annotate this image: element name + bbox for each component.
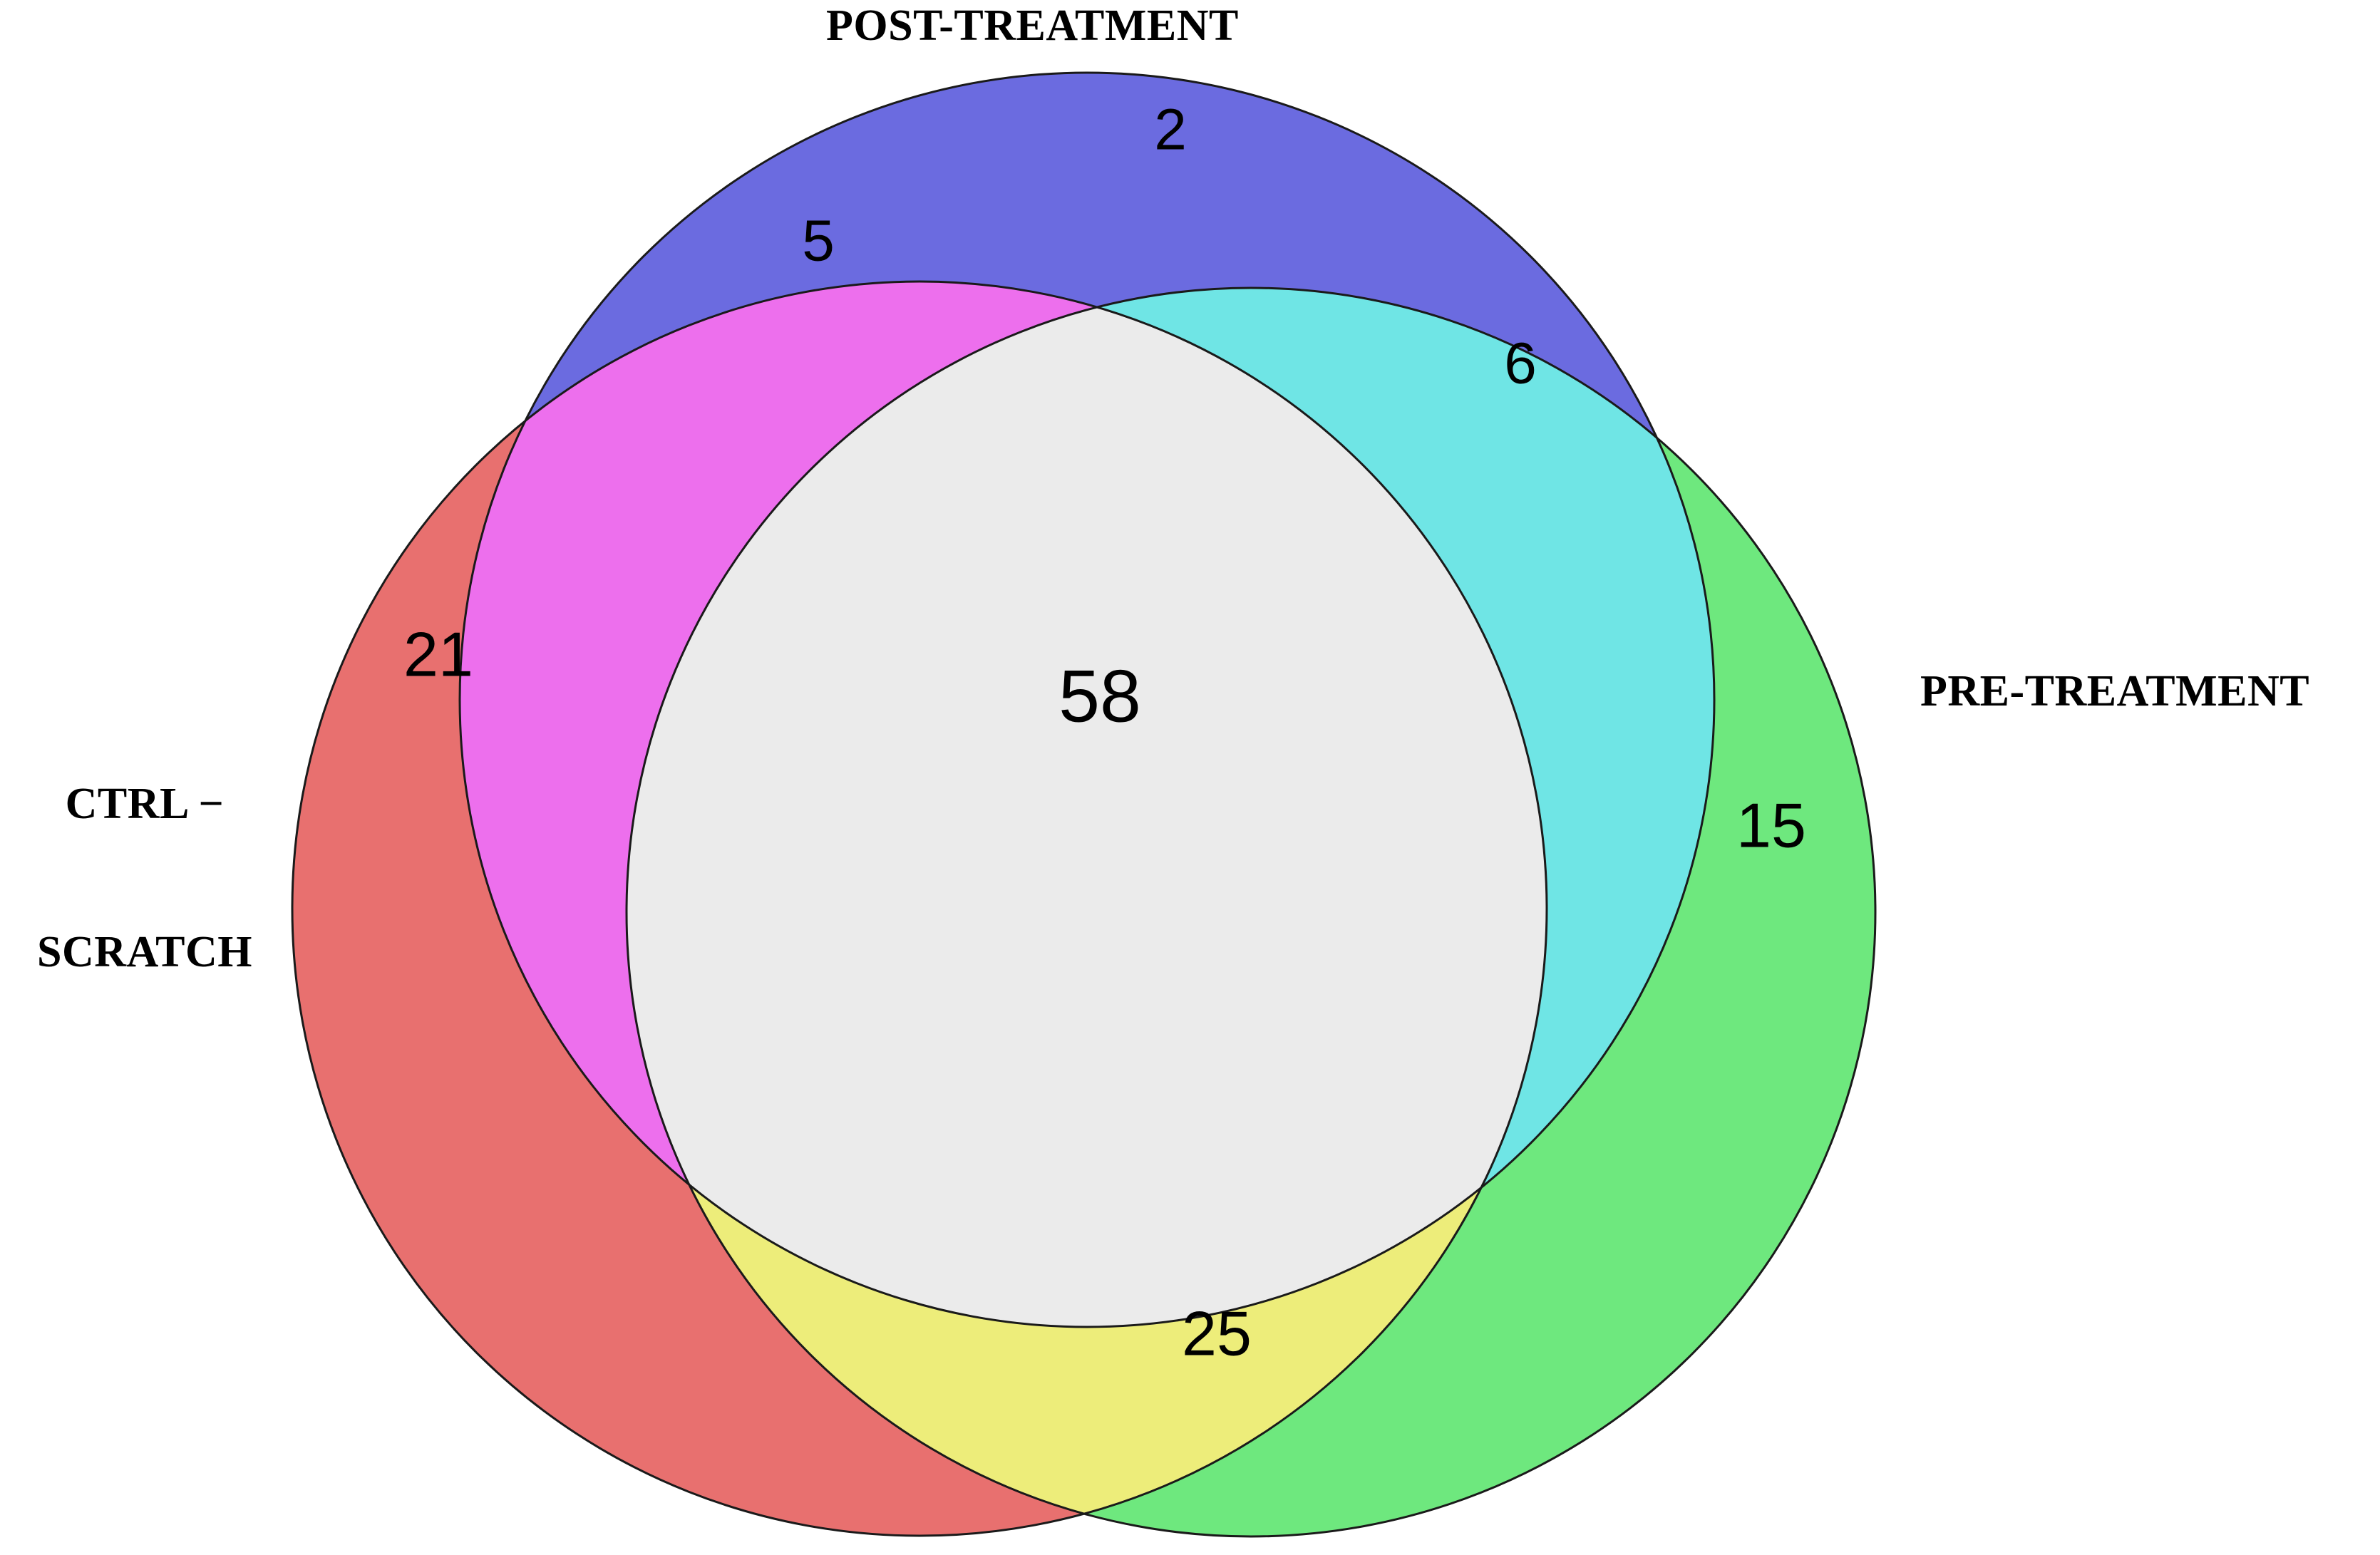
outline-ctrl-scratch	[291, 280, 1548, 1537]
region-count-ctrl-post: 5	[802, 209, 835, 274]
region-count-post-only: 2	[1154, 98, 1187, 162]
set-label-ctrl-scratch: CTRL − SCRATCH	[13, 681, 277, 1077]
set-label-ctrl-scratch-line1: CTRL −	[65, 779, 225, 828]
set-label-pre-treatment: PRE-TREATMENT	[1920, 667, 2310, 715]
region-all-three-clipgroup-a	[627, 288, 1547, 1327]
outline-post-treatment	[458, 71, 1716, 1328]
region-count-post-pre: 6	[1504, 331, 1537, 396]
venn-region-counts: 21 2 15 5 6 25 58	[403, 98, 1806, 1369]
venn-region-fills	[292, 73, 1875, 1536]
outline-pre-treatment	[625, 286, 1877, 1538]
venn-outlines	[291, 71, 1877, 1538]
set-label-ctrl-scratch-line2: SCRATCH	[36, 928, 253, 977]
set-label-post-treatment: POST-TREATMENT	[826, 1, 1239, 50]
region-count-pre-only: 15	[1736, 790, 1806, 860]
region-all-three-clipgroup-b	[627, 288, 1547, 1327]
region-all-three-fill	[627, 288, 1547, 1327]
region-count-all-three: 58	[1058, 655, 1141, 738]
region-count-ctrl-only: 21	[403, 619, 473, 689]
region-count-ctrl-pre: 25	[1182, 1298, 1252, 1368]
